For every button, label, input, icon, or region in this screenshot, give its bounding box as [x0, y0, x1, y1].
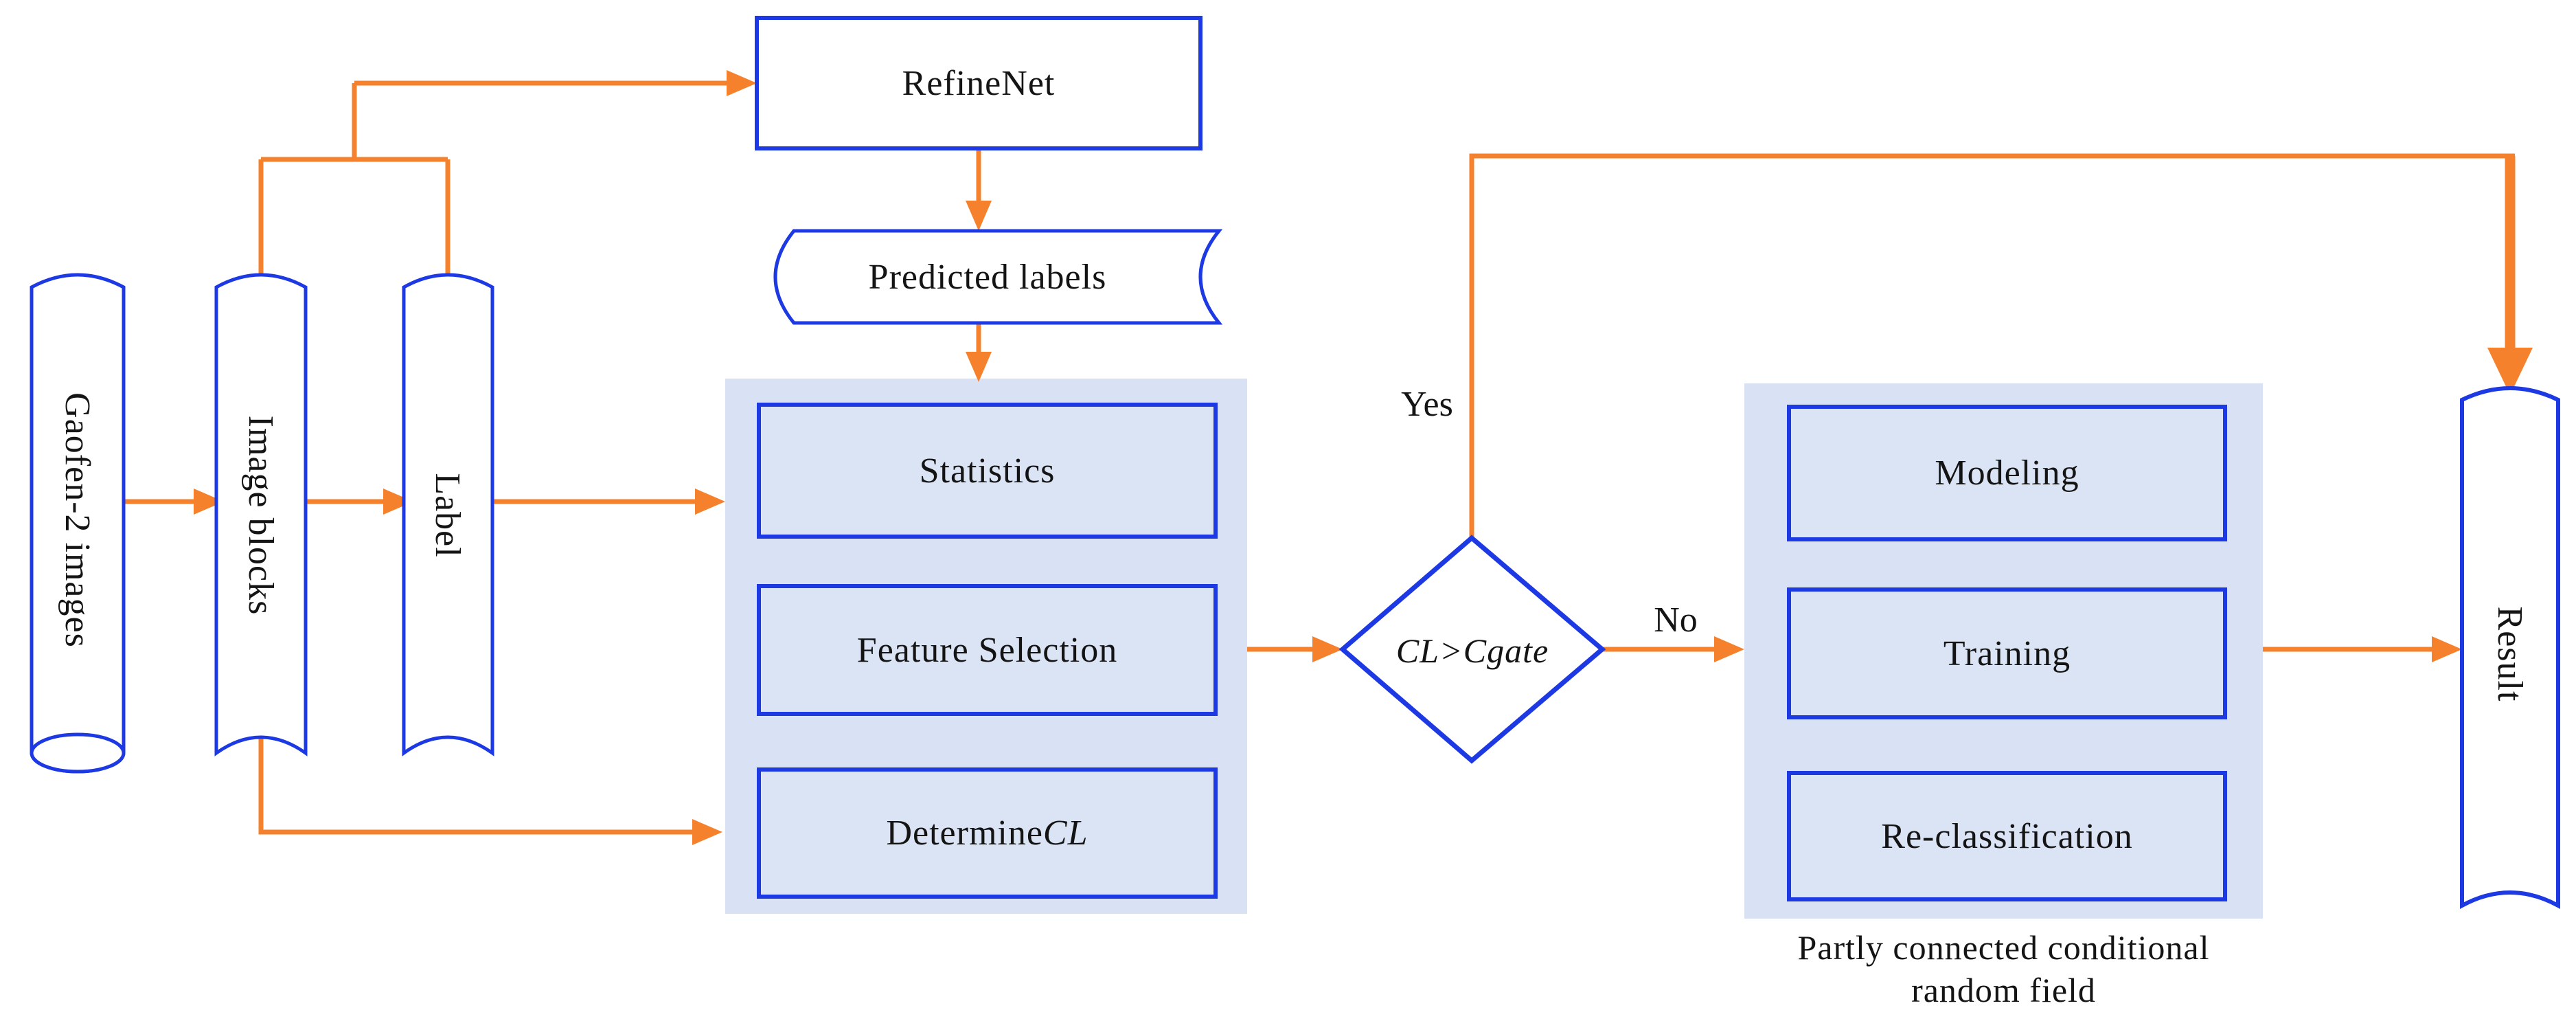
refinenet-label: RefineNet [902, 63, 1056, 103]
arrowhead-into-pcrf-panel [1714, 636, 1744, 662]
decision-diamond-shape [1338, 535, 1606, 764]
modeling-box-shape [1787, 405, 2227, 541]
arrowhead-into-result-side [2432, 636, 2462, 662]
arrowhead-into-predicted-labels [966, 201, 992, 231]
reclassification-box-shape [1787, 771, 2227, 901]
training-label: Training [1943, 633, 2071, 673]
gaofen2-cylinder-shape [30, 273, 126, 774]
determine-cl-variable: CL [1042, 813, 1088, 853]
determine-cl-box-shape [757, 767, 1218, 899]
image-blocks-label: Image blocks [241, 415, 281, 616]
reclassification-label: Re-classification [1881, 816, 2133, 856]
training-box-shape [1787, 587, 2227, 719]
edge-blocks-label-to-refinenet [258, 80, 727, 273]
statistics-label: Statistics [919, 451, 1056, 491]
edge-imageblocks-to-determinecl [258, 737, 692, 835]
arrowhead-into-statistics [966, 352, 992, 382]
flow-arrowheads [194, 70, 2533, 845]
no-edge-label: No [1654, 600, 1698, 640]
arrowhead-into-result-top [2487, 348, 2533, 395]
left-panel-boxes [757, 403, 1218, 899]
arrowhead-into-refinenet [727, 70, 757, 96]
refinenet-box-shape [755, 16, 1202, 150]
determine-cl-label: Determine CL [759, 812, 1216, 853]
gaofen2-label: Gaofen-2 images [58, 392, 98, 648]
edge-decision-yes [1469, 153, 2515, 538]
result-label: Result [2490, 606, 2530, 702]
feature-selection-label: Feature Selection [856, 630, 1118, 670]
image-blocks-cylinder-shape [214, 273, 308, 756]
label-cylinder-shape [402, 273, 494, 756]
arrowhead-into-statistics-panel [695, 489, 725, 515]
predicted-labels-shape [773, 229, 1223, 325]
pcrf-caption-line1: Partly connected conditional [1797, 928, 2210, 967]
arrowhead-into-determine-cl [692, 819, 722, 845]
arrowhead-into-imageblocks [194, 489, 224, 515]
decision-label: CL>Cgate [1395, 631, 1549, 670]
pcrf-caption-line2: random field [1911, 971, 2096, 1009]
label-store-label: Label [428, 473, 468, 558]
gaofen2-cylinder-rim [30, 732, 126, 774]
arrowhead-into-decision [1312, 636, 1343, 662]
right-panel-boxes [1787, 405, 2227, 901]
statistics-box-shape [757, 403, 1218, 539]
yes-edge-label: Yes [1401, 384, 1453, 424]
determine-cl-prefix: Determine [886, 813, 1043, 853]
result-cylinder-shape [2460, 386, 2560, 910]
feature-selection-box-shape [757, 584, 1218, 716]
modeling-label: Modeling [1935, 453, 2079, 493]
predicted-labels-label: Predicted labels [868, 257, 1107, 297]
flow-connectors [124, 80, 2516, 835]
arrowhead-into-label [383, 489, 413, 515]
